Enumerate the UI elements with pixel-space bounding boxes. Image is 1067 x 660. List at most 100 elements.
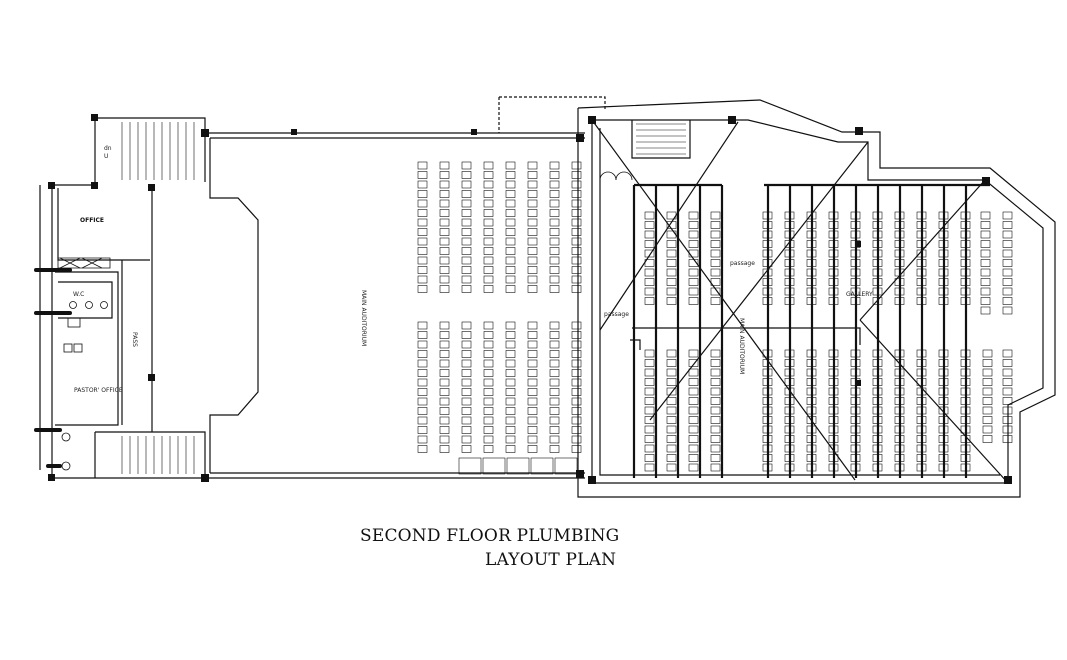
seat <box>688 287 699 296</box>
corridor-wall <box>55 271 119 426</box>
seat <box>549 331 560 339</box>
seat <box>549 180 560 189</box>
seat <box>549 228 560 236</box>
seat <box>461 275 472 284</box>
seat <box>688 368 699 377</box>
seat <box>982 349 993 358</box>
seat <box>571 218 582 227</box>
seat <box>1002 259 1013 267</box>
seat <box>549 407 560 415</box>
seat <box>710 287 721 296</box>
seat <box>461 218 472 227</box>
seat <box>417 350 428 358</box>
seat <box>483 378 494 387</box>
seat <box>417 397 428 406</box>
seat <box>688 268 699 277</box>
seat <box>688 359 699 367</box>
drawing-title-line-2: LAYOUT PLAN <box>485 550 617 570</box>
seat <box>710 297 721 305</box>
seating-left-hall <box>417 161 582 475</box>
seat <box>571 190 582 198</box>
seat <box>666 444 677 453</box>
seat <box>710 463 721 472</box>
seat <box>461 266 472 274</box>
seat <box>666 359 677 367</box>
seat <box>549 359 560 368</box>
seat <box>527 388 538 396</box>
seat <box>549 247 560 255</box>
seat <box>527 331 538 339</box>
seat <box>417 285 428 293</box>
seat <box>527 407 538 415</box>
room-label-pastor-office: PASTOR' OFFICE <box>74 387 123 394</box>
seat <box>439 266 450 274</box>
seat <box>439 445 450 453</box>
stage <box>209 138 259 473</box>
seat <box>688 221 699 229</box>
seat <box>417 199 428 208</box>
seat <box>483 331 494 339</box>
seat <box>505 331 516 339</box>
seat <box>461 416 472 425</box>
seat <box>439 190 450 198</box>
seat <box>483 445 494 453</box>
seat <box>644 221 655 229</box>
diag-3 <box>649 141 869 421</box>
seat <box>644 435 655 443</box>
seat <box>505 350 516 358</box>
seat <box>644 211 655 220</box>
seat <box>1002 378 1013 386</box>
seat <box>483 247 494 255</box>
row-dividers <box>632 183 990 478</box>
seat <box>980 278 991 286</box>
seat <box>439 218 450 227</box>
seat <box>710 435 721 443</box>
seat <box>1002 249 1013 258</box>
seat <box>1002 359 1013 367</box>
seat <box>417 275 428 284</box>
seat-box <box>530 457 554 475</box>
seat <box>505 359 516 368</box>
seat-box <box>554 457 578 475</box>
seat <box>461 285 472 293</box>
seat <box>644 278 655 286</box>
seat <box>527 378 538 387</box>
seat <box>710 249 721 258</box>
seat <box>1002 287 1013 296</box>
seat <box>527 171 538 179</box>
seat <box>505 190 516 198</box>
seat <box>571 369 582 377</box>
seat <box>505 397 516 406</box>
seat <box>505 435 516 444</box>
seat <box>549 285 560 293</box>
seat <box>505 388 516 396</box>
seat <box>505 285 516 293</box>
seat <box>644 230 655 239</box>
left-block-outline <box>51 182 205 479</box>
seat <box>1002 240 1013 248</box>
seat <box>483 161 494 170</box>
seat <box>1002 221 1013 229</box>
seat <box>980 287 991 296</box>
seat <box>644 406 655 415</box>
stair-south <box>95 431 206 478</box>
seat <box>644 349 655 358</box>
seat <box>571 435 582 444</box>
seat <box>417 171 428 179</box>
seat <box>549 161 560 170</box>
seat <box>461 228 472 236</box>
seat <box>527 199 538 208</box>
seat <box>549 340 560 349</box>
seat <box>527 397 538 406</box>
seat <box>439 171 450 179</box>
seat <box>527 228 538 236</box>
seat <box>483 397 494 406</box>
seat <box>549 209 560 217</box>
seat <box>461 378 472 387</box>
seat <box>439 275 450 284</box>
seat <box>571 416 582 425</box>
seat <box>980 297 991 305</box>
seat <box>505 247 516 255</box>
seat <box>571 199 582 208</box>
seat <box>505 426 516 434</box>
